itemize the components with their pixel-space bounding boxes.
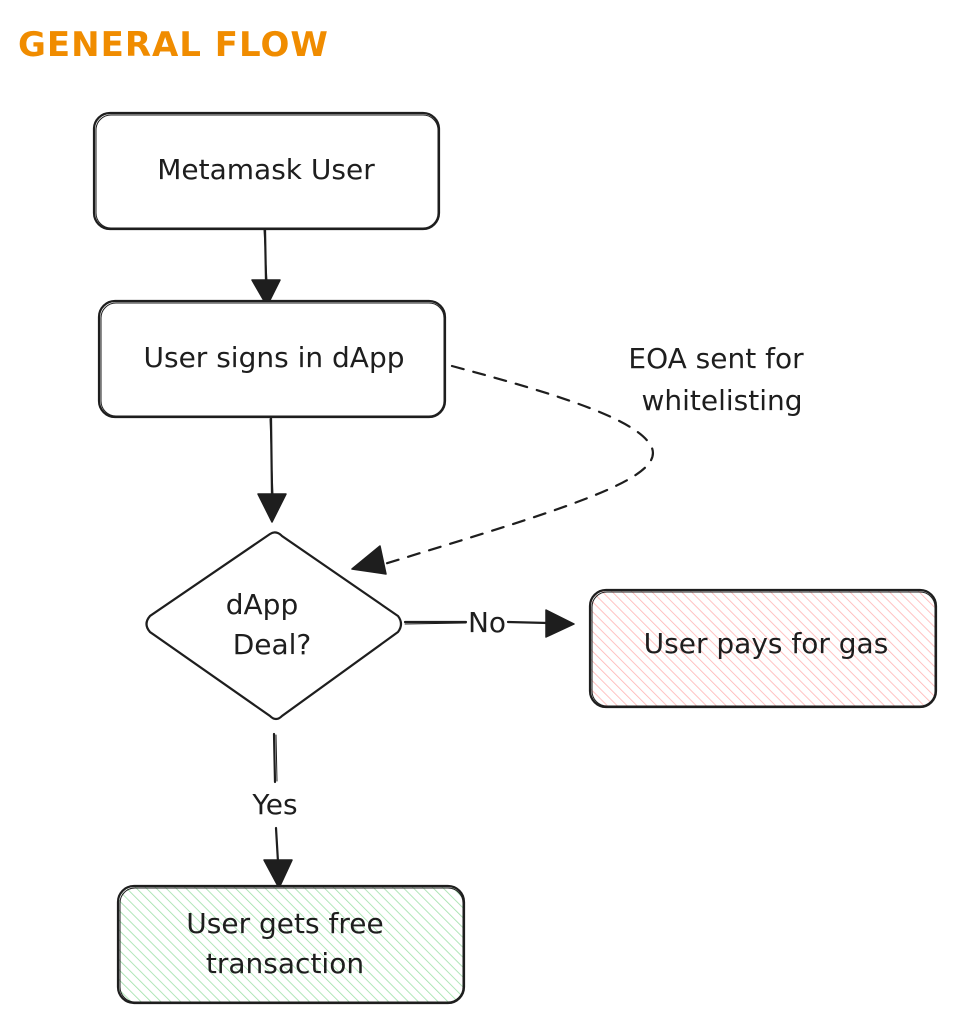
- node-decision[interactable]: dApp Deal?: [145, 531, 403, 721]
- edge-whitelisting-label-line2: whitelisting: [641, 384, 802, 417]
- arrow-signin-to-decision: [257, 416, 287, 523]
- arrow-yes: [263, 732, 293, 889]
- node-user-free-transaction-label-line1: User gets free: [186, 907, 383, 940]
- arrow-no: [403, 609, 575, 638]
- arrow-whitelisting: [351, 364, 655, 575]
- node-metamask-user-label: Metamask User: [157, 153, 375, 186]
- node-metamask-user[interactable]: Metamask User: [92, 111, 441, 231]
- node-decision-label-line2: Deal?: [233, 628, 312, 661]
- node-user-free-transaction-label-line2: transaction: [206, 947, 364, 980]
- diagram-title: GENERAL FLOW: [18, 25, 329, 65]
- node-user-signs-in[interactable]: User signs in dApp: [97, 299, 447, 419]
- edge-whitelisting-label-line1: EOA sent for: [628, 342, 804, 375]
- node-user-signs-in-label: User signs in dApp: [144, 341, 405, 374]
- node-decision-label-line1: dApp: [226, 588, 298, 621]
- node-user-pays-gas[interactable]: User pays for gas: [588, 588, 938, 709]
- edge-yes-label: Yes: [251, 788, 297, 821]
- arrow-metamask-to-signin: [251, 227, 281, 307]
- node-user-free-transaction[interactable]: User gets free transaction: [116, 884, 466, 1005]
- node-user-pays-gas-label: User pays for gas: [644, 627, 889, 660]
- edge-no-label: No: [468, 606, 506, 639]
